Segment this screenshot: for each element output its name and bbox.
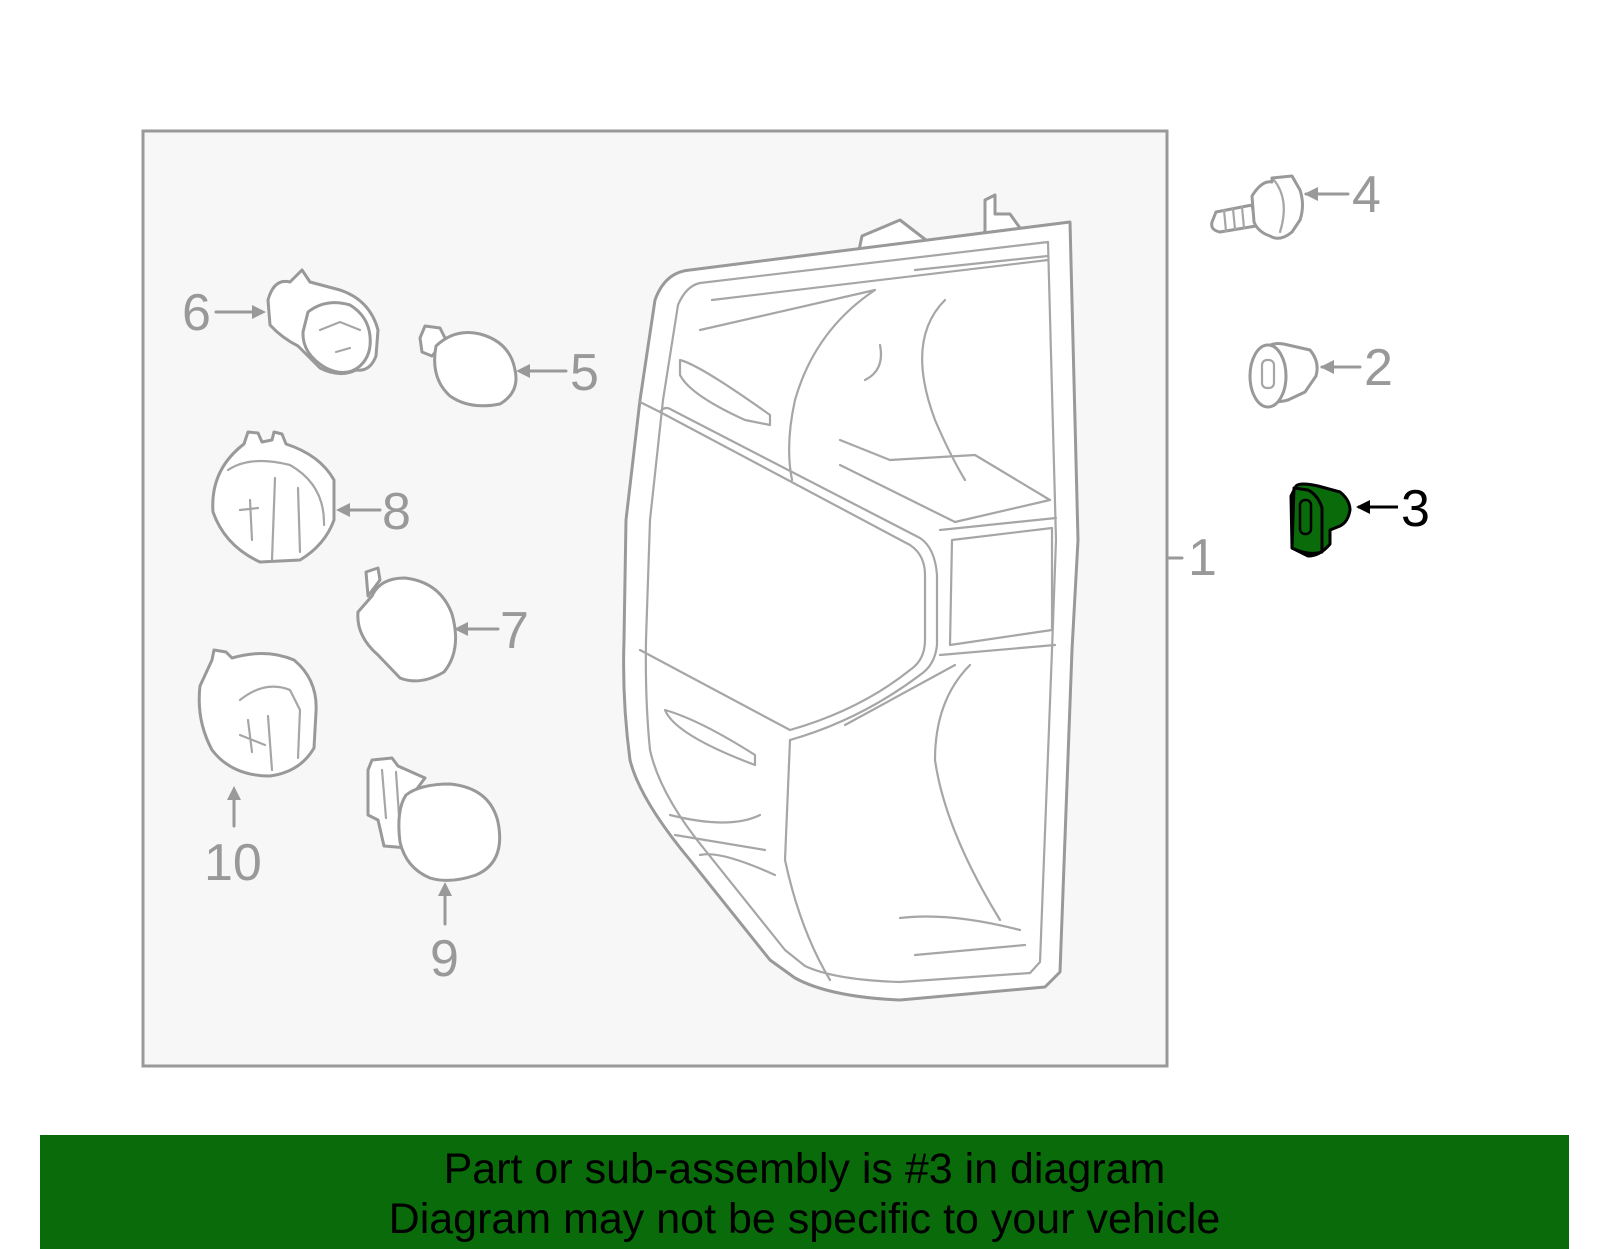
bulb-part-9: [366, 756, 502, 882]
callout-6: 6: [182, 284, 211, 342]
callout-4: 4: [1352, 166, 1381, 224]
callout-10: 10: [204, 834, 262, 892]
bulb-part-7: [356, 566, 458, 683]
callout-2: 2: [1364, 339, 1393, 397]
callout-5: 5: [570, 344, 599, 402]
bulb-part-5: [418, 324, 518, 408]
callout-9: 9: [430, 930, 459, 988]
callout-3: 3: [1401, 480, 1430, 538]
callout-1: 1: [1188, 529, 1217, 587]
grommet-part-2: [1248, 342, 1319, 409]
callout-7: 7: [500, 602, 529, 660]
info-banner: Part or sub-assembly is #3 in diagram Di…: [40, 1135, 1569, 1249]
screw-part-4: [1210, 174, 1304, 240]
callout-8: 8: [382, 483, 411, 541]
banner-line-1: Part or sub-assembly is #3 in diagram: [443, 1145, 1166, 1193]
banner-line-2: Diagram may not be specific to your vehi…: [388, 1195, 1221, 1243]
tail-lamp-housing: [622, 193, 1080, 1002]
grommet-part-3-highlighted[interactable]: [1289, 482, 1352, 558]
socket-part-8: [211, 430, 336, 564]
socket-part-10: [197, 648, 318, 778]
socket-part-6: [266, 268, 380, 375]
